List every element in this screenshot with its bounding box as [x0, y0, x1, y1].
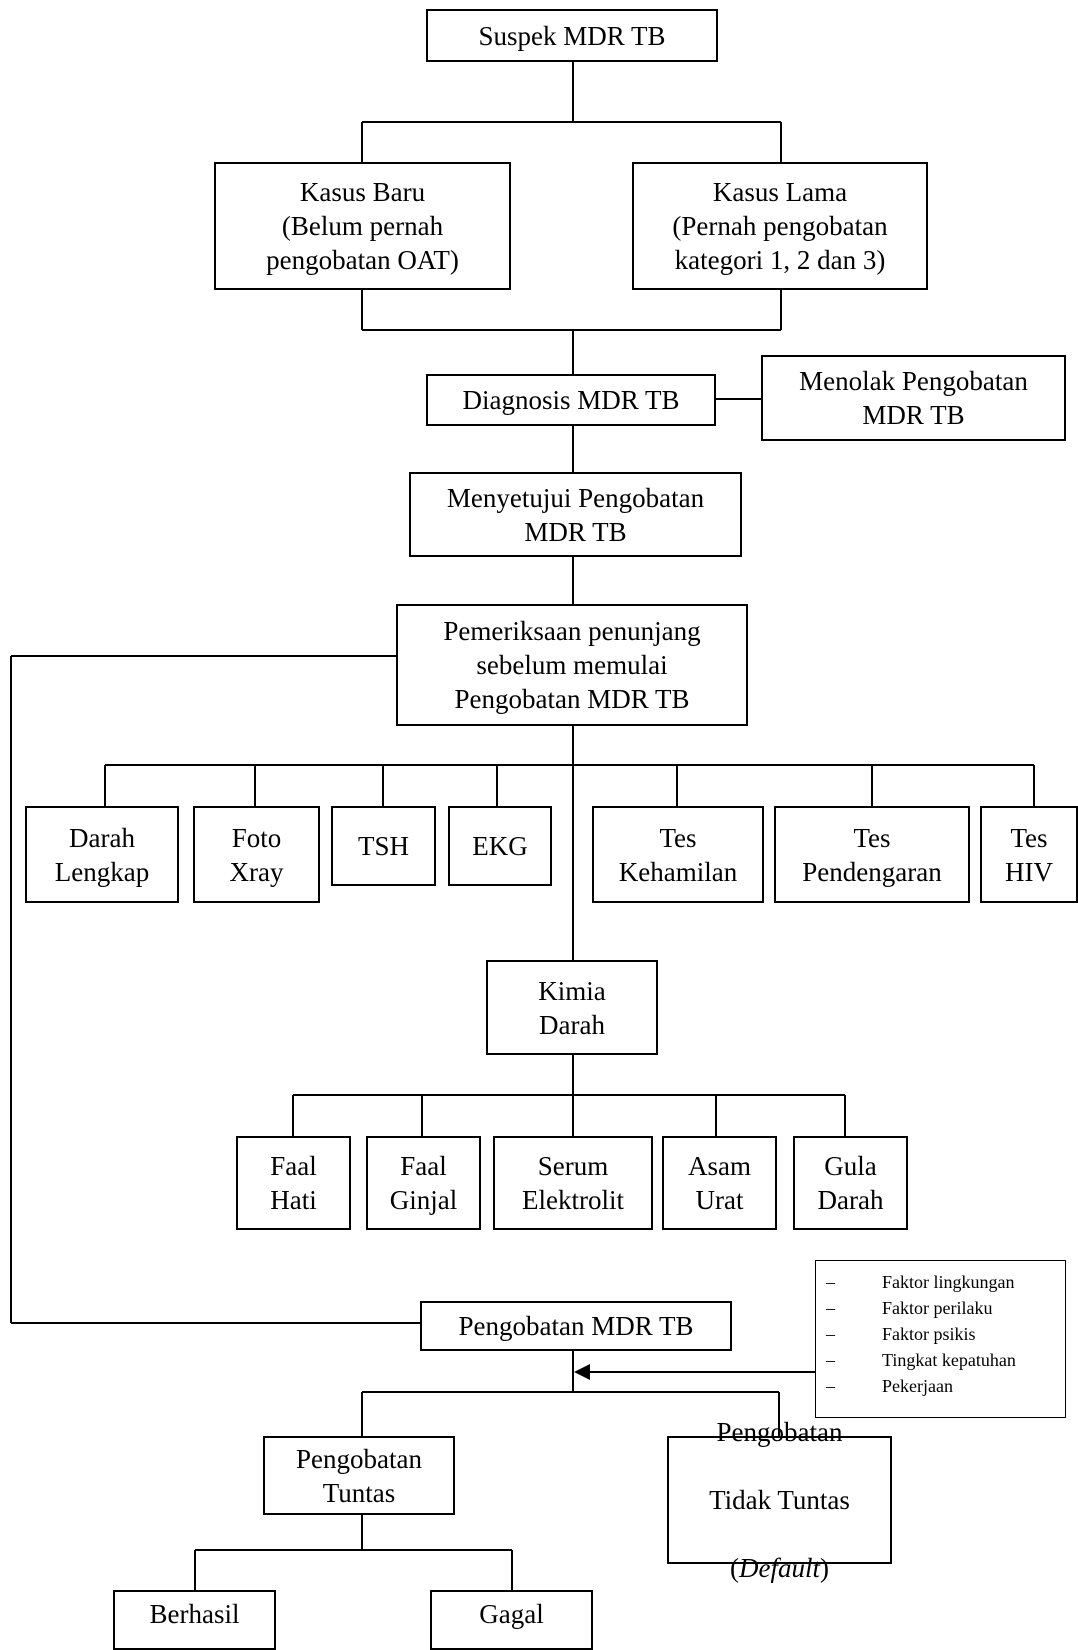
dash-bullet: –: [826, 1298, 835, 1318]
node-pengobatan-mdr-tb: Pengobatan MDR TB: [420, 1301, 732, 1351]
factor-item: – Tingkat kepatuhan: [826, 1347, 1057, 1373]
node-diagnosis-mdr-tb: Diagnosis MDR TB: [426, 374, 716, 426]
tidak-tuntas-line2: Tidak Tuntas: [709, 1485, 850, 1515]
node-faal-ginjal: Faal Ginjal: [366, 1136, 481, 1230]
node-tes-hiv: Tes HIV: [980, 806, 1078, 903]
factors-list: – Faktor lingkungan – Faktor perilaku – Fak…: [826, 1269, 1057, 1399]
node-ekg: EKG: [448, 806, 552, 886]
factor-label: Faktor perilaku: [882, 1298, 993, 1318]
factor-label: Tingkat kepatuhan: [882, 1350, 1016, 1370]
node-kasus-baru: Kasus Baru (Belum pernah pengobatan OAT): [214, 162, 511, 290]
dash-bullet: –: [826, 1350, 835, 1370]
factors-box: – Faktor lingkungan – Faktor perilaku – Fak…: [815, 1260, 1066, 1418]
node-darah-lengkap: Darah Lengkap: [25, 806, 179, 903]
factor-item: – Faktor lingkungan: [826, 1269, 1057, 1295]
node-kimia-darah: Kimia Darah: [486, 960, 658, 1055]
node-foto-xray: Foto Xray: [193, 806, 320, 903]
factor-label: Pekerjaan: [882, 1376, 953, 1396]
node-asam-urat: Asam Urat: [662, 1136, 777, 1230]
dash-bullet: –: [826, 1324, 835, 1344]
paren-open: (: [729, 1553, 739, 1583]
dash-bullet: –: [826, 1272, 835, 1292]
node-tes-pendengaran: Tes Pendengaran: [774, 806, 970, 903]
node-pengobatan-tidak-tuntas: Pengobatan Tidak Tuntas (Default): [667, 1417, 892, 1583]
tidak-tuntas-text: Pengobatan Tidak Tuntas (Default): [709, 1381, 850, 1619]
node-menyetujui-pengobatan: Menyetujui Pengobatan MDR TB: [409, 472, 742, 557]
paren-close: ): [819, 1553, 829, 1583]
tidak-tuntas-line1: Pengobatan: [716, 1417, 843, 1447]
factor-label: Faktor psikis: [882, 1324, 976, 1344]
factor-label: Faktor lingkungan: [882, 1272, 1015, 1292]
node-tsh: TSH: [331, 806, 436, 886]
factor-item: – Faktor psikis: [826, 1321, 1057, 1347]
node-tes-kehamilan: Tes Kehamilan: [592, 806, 764, 903]
node-suspek-mdr-tb: Suspek MDR TB: [426, 9, 718, 62]
node-menolak-pengobatan: Menolak Pengobatan MDR TB: [761, 355, 1066, 441]
arrow-head-icon: [574, 1364, 590, 1380]
node-pemeriksaan-penunjang: Pemeriksaan penunjang sebelum memulai Pe…: [396, 604, 748, 726]
node-gula-darah: Gula Darah: [793, 1136, 908, 1230]
node-kasus-lama: Kasus Lama (Pernah pengobatan kategori 1…: [632, 162, 928, 290]
node-gagal: Gagal: [430, 1590, 593, 1650]
node-serum-elektrolit: Serum Elektrolit: [493, 1136, 653, 1230]
factor-item: – Pekerjaan: [826, 1373, 1057, 1399]
default-label: Default: [738, 1553, 820, 1583]
tidak-tuntas-line3: (Default): [709, 1551, 850, 1585]
node-pengobatan-tuntas: Pengobatan Tuntas: [263, 1436, 455, 1515]
factor-item: – Faktor perilaku: [826, 1295, 1057, 1321]
node-faal-hati: Faal Hati: [236, 1136, 351, 1230]
node-berhasil: Berhasil: [113, 1590, 276, 1650]
dash-bullet: –: [826, 1376, 835, 1396]
